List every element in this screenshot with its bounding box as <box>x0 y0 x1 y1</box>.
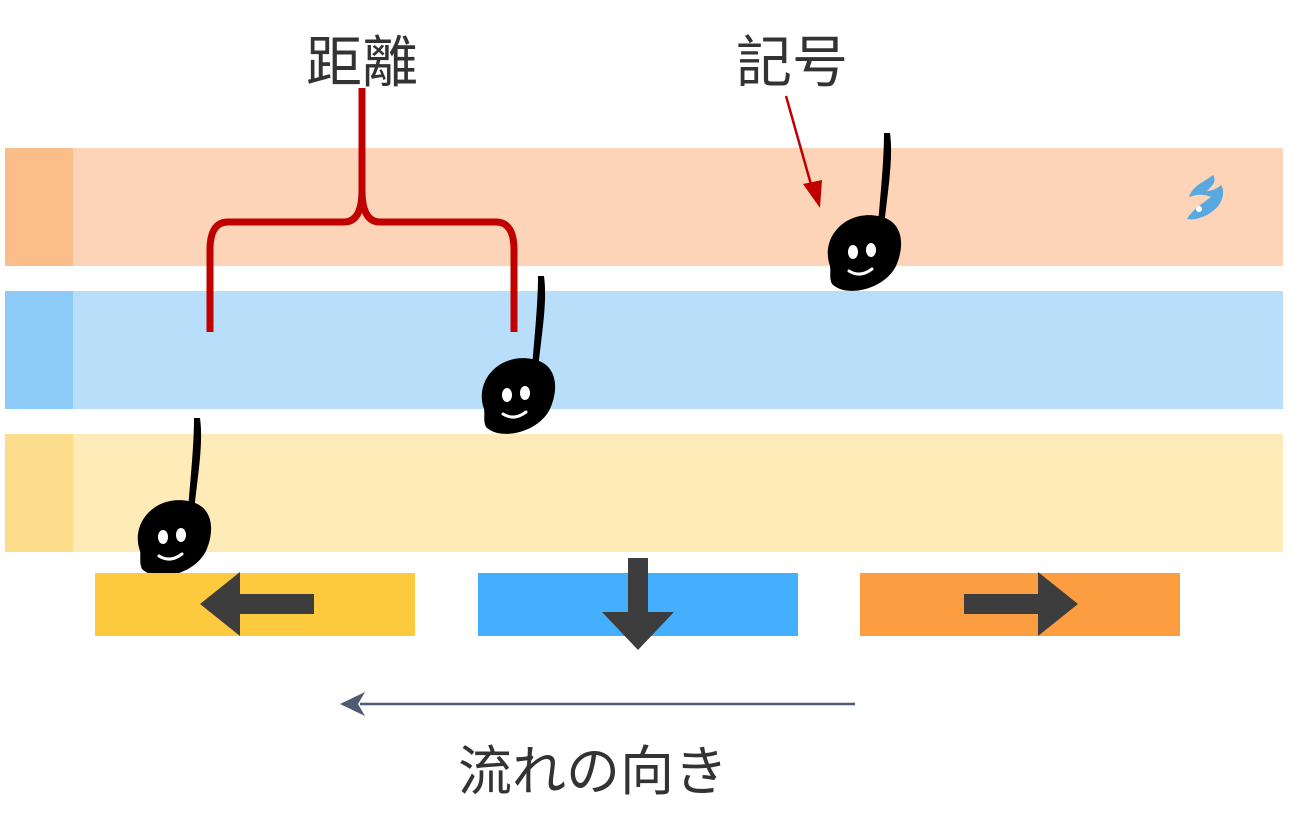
right-button[interactable] <box>860 572 1180 636</box>
symbol-label: 記号 <box>736 31 848 96</box>
lane-middle <box>5 291 1283 409</box>
lane-bottom <box>5 434 1283 552</box>
lane-top <box>5 148 1283 266</box>
flow-direction-label: 流れの向き <box>458 740 728 803</box>
arrow-right-icon <box>964 572 1078 636</box>
down-button[interactable] <box>478 558 798 650</box>
distance-bracket <box>206 88 518 332</box>
left-button[interactable] <box>95 572 415 636</box>
flow-direction-arrow <box>340 692 855 716</box>
distance-label: 距離 <box>306 31 418 96</box>
arrow-left-icon <box>200 572 314 636</box>
symbol-pointer-arrow <box>784 95 822 208</box>
arrow-down-icon <box>602 558 674 650</box>
blue-bird-icon <box>1187 175 1224 220</box>
